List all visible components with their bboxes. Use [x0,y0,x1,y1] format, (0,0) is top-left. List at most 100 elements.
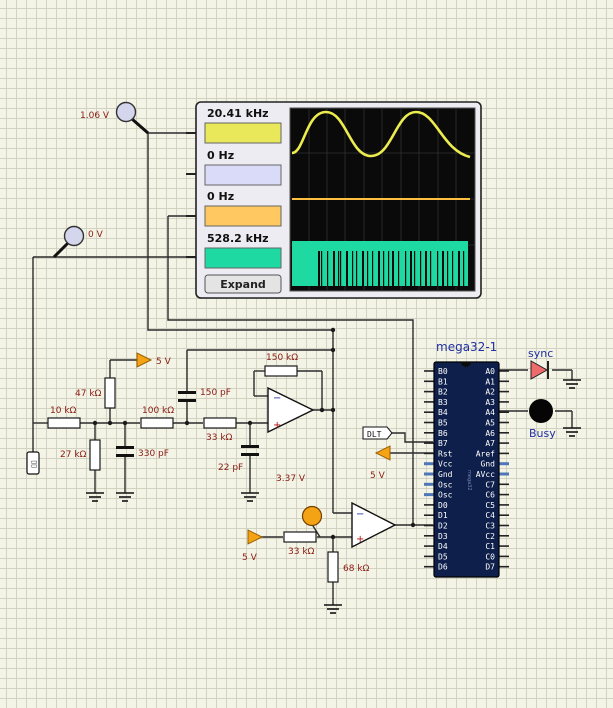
mcu-pin-label: C1 [485,542,495,551]
mcu-pin-label: Osc [438,491,453,500]
supply-5v-1-label: 5 V [156,357,172,367]
mcu-name: mega32-1 [436,340,497,354]
channel-1-frequency: 20.41 kHz [207,107,269,120]
expand-button[interactable]: Expand [204,274,282,294]
svg-text:mega32: mega32 [466,470,472,491]
resistor-68k-label: 68 kΩ [343,564,370,574]
mcu-pin-label: AVcc [476,470,495,479]
svg-text:+: + [356,534,364,545]
mcu-pin-label: A5 [485,419,495,428]
mcu-pin-label: B5 [438,419,448,428]
mcu-pin-label: Osc [438,480,453,489]
svg-text:▯▯: ▯▯ [30,460,38,468]
channel-2-swatch[interactable] [204,164,282,186]
capacitor-22pf-label: 22 pF [218,463,243,473]
mcu-pin-label: Aref [476,449,495,458]
mcu-pin-label: B3 [438,398,448,407]
reference-voltage-label: 3.37 V [276,474,306,484]
mcu-pin-label: C6 [485,491,495,500]
capacitor-330pf[interactable]: 330 pF [116,446,169,459]
supply-5v-2[interactable]: 5 V [242,529,264,563]
mcu-pin-label: D0 [438,501,448,510]
mcu-pin-label: B6 [438,429,448,438]
resistor-27k[interactable]: 27 kΩ [60,439,101,471]
mcu-pin-label: B2 [438,388,448,397]
svg-text:−: − [273,393,281,404]
mcu-pin-label: C2 [485,532,495,541]
resistor-47k[interactable]: 47 kΩ [75,377,116,409]
channel-1-swatch[interactable] [204,122,282,144]
mcu-pin-label: A3 [485,398,495,407]
ground-symbols [86,379,581,614]
channel-4-swatch[interactable] [204,247,282,269]
svg-text:−: − [356,509,364,520]
mcu-pin-label: Vcc [438,460,453,469]
opamp-integrator[interactable]: − + [267,386,315,434]
resistor-10k-label: 10 kΩ [50,406,77,416]
channel-4-trace [292,241,468,286]
channel-3-swatch[interactable] [204,205,282,227]
opamp-comparator[interactable]: − + [351,501,397,549]
dlt-tag[interactable]: DLT [362,426,393,440]
mcu-pin-label: D1 [438,511,448,520]
mcu-mega32[interactable]: mega32-1 mega32 B0B1B2B3B4B5B6B7RstVccGn… [424,340,509,578]
mcu-pin-label: D2 [438,522,448,531]
comparator-probe[interactable] [301,505,323,527]
mcu-pin-label: A6 [485,429,495,438]
expand-label: Expand [220,278,266,291]
mcu-pin-label: B0 [438,367,448,376]
mcu-pin-label: C7 [485,480,495,489]
mcu-pin-label: A4 [485,408,495,417]
mcu-pin-label: B7 [438,439,448,448]
mcu-pin-label: C5 [485,501,495,510]
resistor-33k-a[interactable]: 33 kΩ [203,417,237,443]
mcu-pin-label: D5 [438,552,448,561]
channel-3-frequency: 0 Hz [207,190,234,203]
busy-led[interactable]: Busy [529,399,556,440]
probe-2-value: 0 V [88,230,104,240]
channel-1-trace [291,110,471,159]
resistor-150k-label: 150 kΩ [266,353,298,363]
mcu-left-pins [424,370,434,568]
resistor-100k-label: 100 kΩ [142,406,174,416]
junctions [92,327,416,540]
signal-input-source[interactable]: ▯▯ [26,451,40,475]
resistor-68k[interactable]: 68 kΩ [327,551,370,583]
mcu-pin-label: Gnd [438,470,453,479]
supply-5v-1[interactable]: 5 V [136,352,172,368]
busy-label: Busy [529,427,556,440]
resistor-27k-label: 27 kΩ [60,450,87,460]
resistor-150k[interactable]: 150 kΩ [264,353,298,377]
mcu-pin-label: Gnd [481,460,496,469]
resistor-33k-b[interactable]: 33 kΩ [283,531,317,557]
mcu-pin-label: A7 [485,439,495,448]
mcu-pin-label: D3 [438,532,448,541]
capacitor-150pf-label: 150 pF [200,388,231,398]
resistor-33k-b-label: 33 kΩ [288,547,315,557]
sync-label: sync [528,347,553,360]
resistor-47k-label: 47 kΩ [75,389,102,399]
sync-led[interactable]: sync [528,347,553,380]
resistor-33k-a-label: 33 kΩ [206,433,233,443]
supply-5v-2-label: 5 V [242,553,258,563]
mcu-pin-label: D7 [485,563,495,572]
mcu-right-pins [499,370,509,568]
resistor-100k[interactable]: 100 kΩ [140,406,174,429]
mcu-pin-label: A2 [485,388,495,397]
capacitor-22pf[interactable]: 22 pF [218,445,259,473]
mcu-pin-label: D6 [438,563,448,572]
voltage-probe-2[interactable]: 0 V [52,225,104,259]
capacitor-330pf-label: 330 pF [138,449,169,459]
mcu-pin-label: A0 [485,367,495,376]
probe-1-value: 1.06 V [80,111,110,121]
dlt-label: DLT [367,430,382,439]
voltage-probe-1[interactable]: 1.06 V [80,101,149,135]
capacitor-150pf[interactable]: 150 pF [178,388,231,402]
resistor-10k[interactable]: 10 kΩ [47,406,81,429]
supply-5v-3[interactable]: 5 V [370,445,391,481]
svg-text:+: + [273,420,281,431]
channel-2-frequency: 0 Hz [207,149,234,162]
mcu-pin-label: B1 [438,377,448,386]
mcu-pin-label: Rst [438,449,453,458]
